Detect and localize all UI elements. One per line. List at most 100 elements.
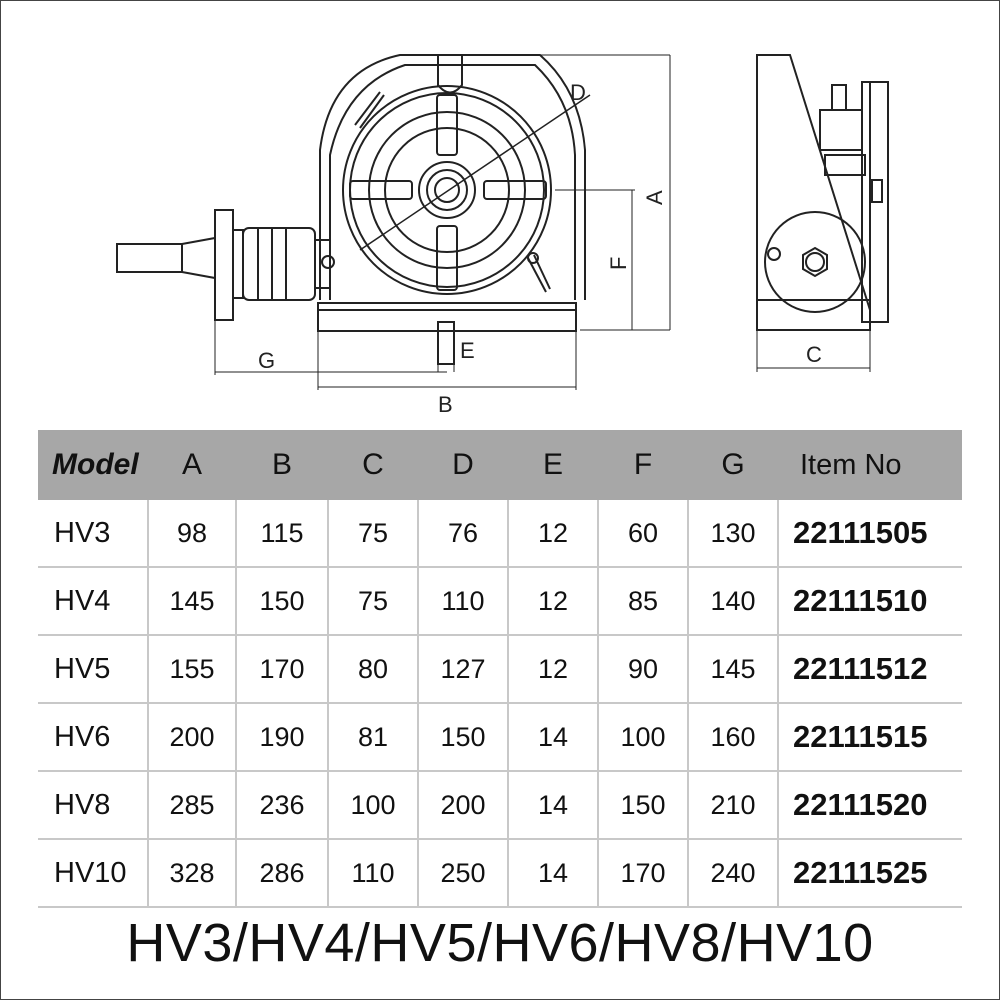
side-nut	[802, 246, 828, 278]
item-no-cell: 22111525	[778, 839, 962, 908]
dimension-cell: 90	[598, 635, 689, 704]
column-header: Model	[38, 430, 148, 500]
item-no-cell: 22111515	[778, 703, 962, 772]
column-header: B	[236, 430, 328, 500]
column-header: A	[148, 430, 236, 500]
t-slot-right	[483, 180, 547, 200]
dim-label-f: F	[606, 257, 631, 270]
front-inner-housing	[329, 64, 576, 300]
dimension-cell: 160	[688, 703, 779, 772]
dimension-cell: 100	[598, 703, 689, 772]
column-header: E	[508, 430, 598, 500]
dimension-cell: 240	[688, 839, 779, 908]
dimension-cell: 12	[508, 567, 599, 636]
dimension-cell: 60	[598, 500, 689, 568]
dimension-cell: 110	[328, 839, 419, 908]
dimension-cell: 12	[508, 500, 599, 568]
dimension-cell: 170	[598, 839, 689, 908]
column-header: C	[328, 430, 418, 500]
front-body-outline	[319, 54, 586, 300]
model-cell: HV4	[38, 567, 149, 636]
dimension-cell: 200	[148, 703, 237, 772]
dimension-cell: 85	[598, 567, 689, 636]
dimension-cell: 150	[236, 567, 329, 636]
dim-d-line	[359, 94, 591, 251]
handle-shaft	[116, 243, 183, 273]
dim-label-a: A	[642, 190, 667, 205]
dimension-cell: 286	[236, 839, 329, 908]
dimension-cell: 170	[236, 635, 329, 704]
dimension-cell: 190	[236, 703, 329, 772]
dimension-cell: 80	[328, 635, 419, 704]
dimension-cell: 14	[508, 839, 599, 908]
model-cell: HV6	[38, 703, 149, 772]
dimension-cell: 76	[418, 500, 509, 568]
dimension-cell: 145	[148, 567, 237, 636]
model-cell: HV10	[38, 839, 149, 908]
dim-label-d: D	[570, 80, 586, 105]
dimension-cell: 127	[418, 635, 509, 704]
t-slot-bottom	[436, 225, 458, 291]
side-body-outline	[756, 54, 871, 331]
t-slot-top	[436, 94, 458, 156]
t-slot-left	[349, 180, 413, 200]
dimension-cell: 210	[688, 771, 779, 840]
item-no-cell: 22111512	[778, 635, 962, 704]
dimension-cell: 140	[688, 567, 779, 636]
front-base	[317, 302, 577, 332]
dimension-cell: 236	[236, 771, 329, 840]
column-header: F	[598, 430, 688, 500]
dimension-cell: 81	[328, 703, 419, 772]
key-e	[437, 321, 455, 365]
dimension-cell: 285	[148, 771, 237, 840]
handle-flange	[214, 209, 234, 321]
model-cell: HV3	[38, 500, 149, 568]
dim-label-b: B	[438, 392, 453, 417]
dimension-cell: 328	[148, 839, 237, 908]
handle-hub	[242, 227, 316, 301]
column-header: Item No	[778, 430, 962, 500]
dim-label-e: E	[460, 338, 475, 363]
dimension-cell: 75	[328, 500, 419, 568]
center-bore-outer	[418, 161, 476, 219]
dimension-cell: 150	[598, 771, 689, 840]
column-header: G	[688, 430, 778, 500]
side-worm-wheel	[764, 211, 866, 313]
technical-drawing: D A F G E B C	[116, 54, 889, 417]
model-series-title: HV3/HV4/HV5/HV6/HV8/HV10	[126, 913, 874, 973]
dimension-cell: 98	[148, 500, 237, 568]
dimension-cell: 145	[688, 635, 779, 704]
dimension-cell: 130	[688, 500, 779, 568]
dimension-cell: 75	[328, 567, 419, 636]
dimension-cell: 155	[148, 635, 237, 704]
dim-label-c: C	[806, 342, 822, 367]
dimension-cell: 250	[418, 839, 509, 908]
rotary-table-outer	[342, 85, 552, 295]
dim-label-g: G	[258, 348, 275, 373]
dimension-cell: 200	[418, 771, 509, 840]
dimension-cell: 12	[508, 635, 599, 704]
item-no-cell: 22111505	[778, 500, 962, 568]
dimension-cell: 150	[418, 703, 509, 772]
side-face-plate	[861, 81, 889, 323]
column-header: D	[418, 430, 508, 500]
model-cell: HV5	[38, 635, 149, 704]
rotary-table-ring	[349, 92, 545, 288]
dimension-cell: 100	[328, 771, 419, 840]
model-cell: HV8	[38, 771, 149, 840]
dimension-cell: 110	[418, 567, 509, 636]
item-no-cell: 22111510	[778, 567, 962, 636]
dimension-cell: 14	[508, 703, 599, 772]
dimension-cell: 14	[508, 771, 599, 840]
dimension-cell: 115	[236, 500, 329, 568]
item-no-cell: 22111520	[778, 771, 962, 840]
